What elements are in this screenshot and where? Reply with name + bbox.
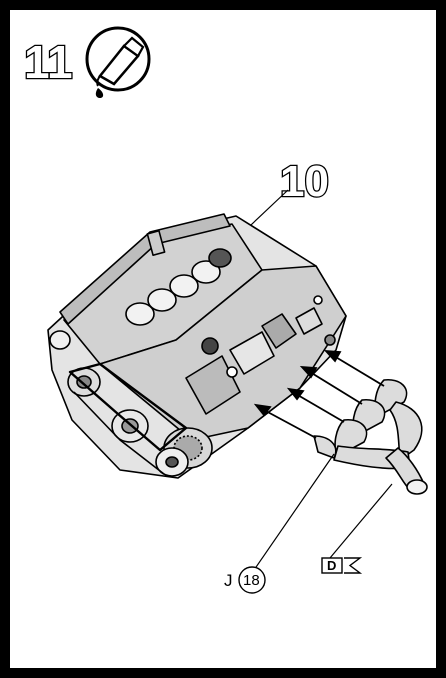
callout-number: 18 (243, 572, 260, 589)
exhaust-header (313, 378, 428, 495)
part-number-10: 10 (280, 157, 329, 206)
engine-block (47, 213, 347, 479)
attachment-arrows (253, 349, 385, 439)
reference-letter: D (327, 558, 336, 573)
callout-18-leader-line (253, 453, 335, 571)
step-number: 11 (24, 36, 73, 88)
glue-tube-icon (85, 26, 151, 98)
callout-prefix: J (224, 571, 233, 590)
callout-18-circle (238, 566, 266, 594)
reference-d-tag: D (321, 557, 363, 574)
reference-d-leader-line (329, 483, 393, 559)
